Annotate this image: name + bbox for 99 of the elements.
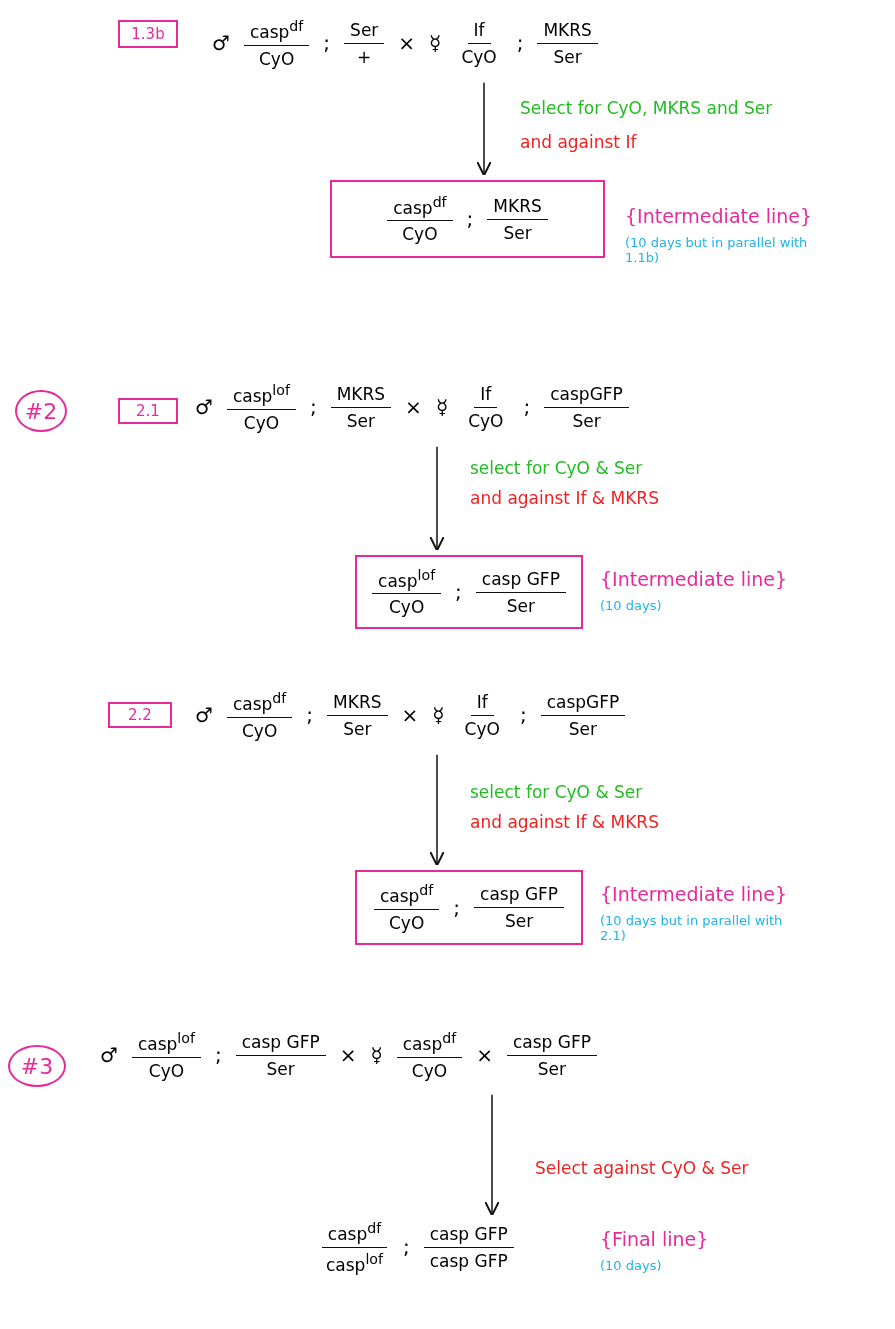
selection-note: Select for CyO, MKRS and Ser bbox=[520, 98, 773, 118]
genotype-text: CyO bbox=[241, 719, 279, 741]
genotype-text: casp GFP bbox=[428, 1249, 509, 1271]
arrow bbox=[429, 753, 445, 867]
genotype-text: CyO bbox=[147, 1059, 186, 1081]
genotype-symbol: × bbox=[398, 31, 416, 56]
genotype-text: CyO bbox=[387, 911, 426, 933]
genotype-text: Ser bbox=[567, 717, 599, 739]
genotype-text: CyO bbox=[401, 223, 439, 245]
genotype-box bbox=[330, 180, 605, 258]
genotype-text: casp$^{lof}$ bbox=[226, 382, 296, 410]
genotype-symbol: ; bbox=[214, 1043, 222, 1068]
genotype-text: casp$^{df}$ bbox=[226, 690, 293, 718]
step-number: 2.2 bbox=[108, 702, 172, 728]
selection-note: and against If & MKRS bbox=[470, 812, 659, 832]
selection-note: and against If & MKRS bbox=[470, 488, 659, 508]
step-number: 2.1 bbox=[118, 398, 178, 424]
genotype-text: CyO bbox=[258, 47, 296, 69]
genotype-symbol: ♂ bbox=[195, 395, 213, 420]
genotype-text: casp$^{df}$ bbox=[373, 882, 440, 910]
genotype-text: casp$^{lof}$ bbox=[372, 566, 442, 595]
genotype-symbol: ; bbox=[519, 703, 527, 728]
genotype-text: Ser bbox=[503, 910, 535, 931]
genotype-text: casp GFP bbox=[423, 1223, 514, 1248]
line-note: {Final line} bbox=[600, 1228, 709, 1250]
section-number: #2 bbox=[15, 390, 67, 432]
genotype-text: CyO bbox=[460, 45, 498, 67]
genotype-text: Ser bbox=[342, 717, 373, 739]
genotype-symbol: ; bbox=[466, 207, 474, 231]
duration-note: (10 days but in parallel with 2.1) bbox=[600, 913, 784, 943]
genotype-text: casp$^{df}$ bbox=[396, 1030, 463, 1058]
genotype-text: Ser bbox=[505, 594, 536, 616]
genotype-text: casp$^{df}$ bbox=[321, 1220, 388, 1248]
genotype-text: MKRS bbox=[537, 19, 598, 44]
genotype-symbol: ; bbox=[306, 703, 314, 728]
genotype-text: MKRS bbox=[327, 691, 388, 716]
genotype-text: casp GFP bbox=[506, 1031, 597, 1056]
genotype-symbol: ; bbox=[453, 895, 461, 920]
selection-note: and against If bbox=[520, 132, 637, 152]
duration-note: (10 days) bbox=[600, 598, 663, 613]
genotype-text: casp GFP bbox=[474, 884, 565, 908]
genotype-text: Ser bbox=[571, 409, 602, 431]
genotype-text: casp$^{lof}$ bbox=[325, 1249, 385, 1275]
step-number: 1.3b bbox=[118, 20, 178, 48]
genotype-text: MKRS bbox=[330, 383, 392, 408]
genotype-text: CyO bbox=[387, 596, 426, 618]
genotype-symbol: ; bbox=[309, 395, 317, 420]
line-note: {Intermediate line} bbox=[600, 883, 788, 905]
genotype-symbol: ♂ bbox=[212, 31, 230, 56]
genotype-text: If bbox=[474, 383, 498, 408]
genotype-text: CyO bbox=[467, 409, 505, 431]
genotype-text: casp$^{lof}$ bbox=[131, 1030, 201, 1058]
genotype-symbol: × bbox=[401, 703, 419, 728]
genotype-symbol: ; bbox=[523, 395, 531, 420]
genotype-text: Ser bbox=[344, 19, 385, 44]
genotype-text: casp$^{df}$ bbox=[387, 193, 453, 222]
genotype-symbol: ☿ bbox=[429, 31, 442, 56]
arrow bbox=[429, 445, 445, 552]
genotype-symbol: ♂ bbox=[100, 1043, 118, 1068]
genotype-text: MKRS bbox=[487, 195, 548, 220]
genotype-text: caspGFP bbox=[540, 691, 626, 716]
line-note: {Intermediate line} bbox=[600, 568, 788, 590]
genotype-symbol: ♂ bbox=[195, 703, 213, 728]
genotype-text: caspGFP bbox=[544, 383, 629, 408]
line-note: {Intermediate line} bbox=[625, 205, 813, 227]
genotype-symbol: ☿ bbox=[432, 703, 445, 728]
genotype-symbol: × bbox=[476, 1043, 493, 1068]
genotype-symbol: ☿ bbox=[370, 1043, 383, 1068]
genotype-text: casp$^{df}$ bbox=[243, 18, 310, 46]
genotype-text: casp GFP bbox=[475, 568, 566, 593]
selection-note: select for CyO & Ser bbox=[470, 782, 643, 802]
genotype-text: If bbox=[467, 19, 491, 44]
section-number: #3 bbox=[8, 1045, 66, 1087]
genotype-text: CyO bbox=[410, 1059, 449, 1081]
genotype-symbol: × bbox=[339, 1043, 357, 1068]
genotype-symbol: ; bbox=[403, 1235, 410, 1260]
genotype-text: casp GFP bbox=[235, 1031, 326, 1056]
genotype-symbol: ☿ bbox=[435, 395, 449, 420]
genotype-box bbox=[355, 555, 583, 629]
genotype-text: CyO bbox=[242, 411, 281, 433]
genotype-box bbox=[355, 870, 583, 945]
genotype-text: Ser bbox=[552, 45, 583, 67]
duration-note: (10 days but in parallel with 1.1b) bbox=[625, 235, 809, 265]
arrow bbox=[484, 1093, 500, 1217]
genotype-text: If bbox=[470, 691, 494, 716]
genotype-text: CyO bbox=[463, 717, 501, 739]
genotype-symbol: ; bbox=[323, 31, 331, 56]
genotype-text: Ser bbox=[265, 1057, 296, 1079]
genotype-symbol: ; bbox=[516, 31, 524, 56]
genotype-text: Ser bbox=[345, 409, 376, 431]
selection-note: select for CyO & Ser bbox=[470, 458, 643, 478]
genotype-text: Ser bbox=[502, 221, 533, 243]
selection-note: Select against CyO & Ser bbox=[535, 1158, 749, 1178]
genotype-text: + bbox=[356, 45, 373, 67]
genotype-symbol: × bbox=[405, 395, 422, 420]
duration-note: (10 days) bbox=[600, 1258, 663, 1273]
genotype-symbol: ; bbox=[455, 580, 462, 604]
arrow bbox=[476, 81, 492, 177]
genotype-text: Ser bbox=[536, 1057, 568, 1079]
